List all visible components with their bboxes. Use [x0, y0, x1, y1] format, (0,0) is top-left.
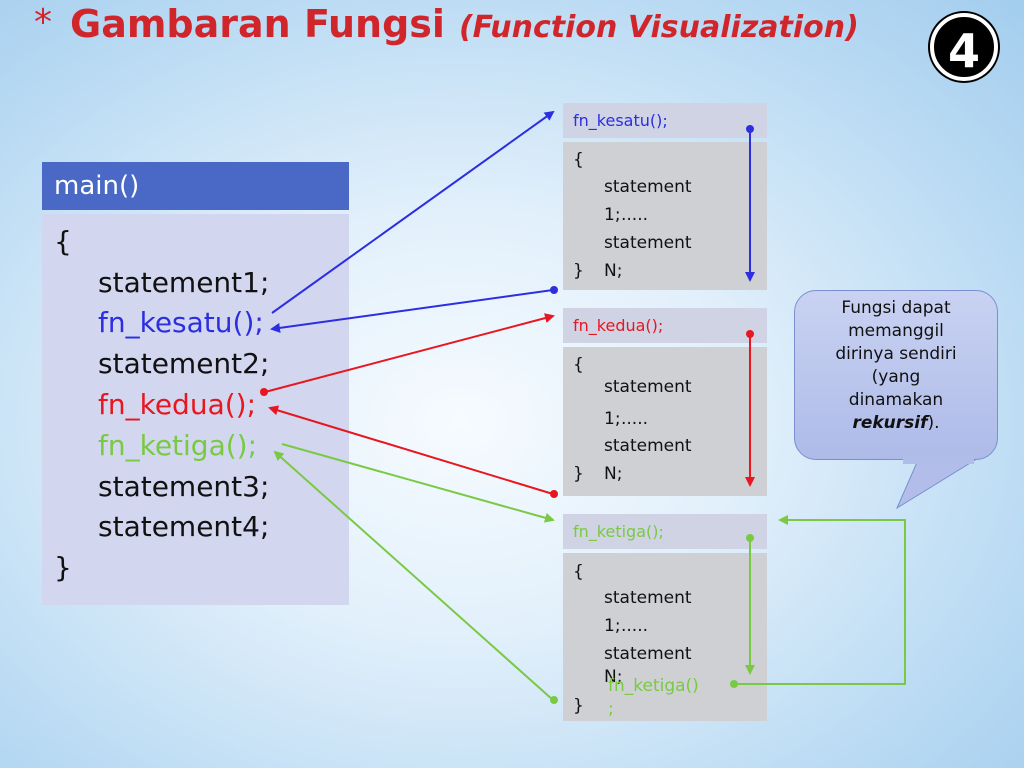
fn-kedua-stmtN-b: N; — [604, 464, 623, 484]
fn-ketiga-stmtN-a: statement — [604, 644, 692, 664]
fn-ketiga-header: fn_ketiga(); — [563, 514, 767, 549]
callout-line2: memanggil — [848, 321, 944, 341]
fn-ketiga-stmt1-b: 1; — [604, 616, 621, 636]
fn-ketiga-open-brace: { — [573, 562, 584, 582]
fn-kesatu-close-brace: } — [573, 261, 584, 281]
callout-tail-pointer — [895, 459, 977, 510]
fn-ketiga-stmt1-a: statement — [604, 588, 692, 608]
main-line-statement1: statement1; — [98, 266, 270, 299]
callout-line4: (yang — [871, 367, 921, 387]
fn-kedua-box: fn_kedua(); { statement 1; ..... stateme… — [563, 308, 767, 496]
title-subtitle: (Function Visualization) — [458, 10, 859, 45]
title-main: Gambaran Fungsi — [70, 2, 445, 46]
bullet-star: * — [34, 2, 52, 43]
fn-kesatu-stmtN-a: statement — [604, 233, 692, 253]
fn-kesatu-open-brace: { — [573, 150, 584, 170]
dot-fn-kedua-return — [550, 490, 558, 498]
fn-kesatu-header: fn_kesatu(); — [563, 103, 767, 138]
fn-kedua-stmt1-a: statement — [604, 377, 692, 397]
slide-title: * Gambaran Fungsi (Function Visualization) — [34, 2, 859, 62]
fn-ketiga-recursive-call: fn_ketiga() — [608, 676, 699, 696]
main-box-header: main() — [42, 162, 349, 210]
callout-bubble: Fungsi dapat memanggil dirinya sendiri (… — [794, 290, 998, 460]
main-line-statement2: statement2; — [98, 347, 270, 380]
fn-kedua-close-brace: } — [573, 464, 584, 484]
callout-line5: dinamakan — [848, 390, 944, 410]
main-close-brace: } — [54, 551, 72, 584]
main-box-body: { statement1; fn_kesatu(); statement2; f… — [42, 214, 349, 605]
callout-line1: Fungsi dapat — [841, 298, 951, 318]
main-open-brace: { — [54, 225, 72, 258]
main-line-fn-ketiga: fn_ketiga(); — [98, 429, 258, 462]
fn-ketiga-dots: ..... — [621, 616, 649, 636]
fn-kesatu-stmt1-a: statement — [604, 177, 692, 197]
fn-kesatu-stmt1-b: 1; — [604, 205, 621, 225]
main-function-box: main() { statement1; fn_kesatu(); statem… — [42, 162, 349, 605]
fn-kedua-dots: ..... — [621, 409, 649, 429]
callout-emphasis: rekursif — [852, 413, 928, 433]
fn-ketiga-box: fn_ketiga(); { statement 1; ..... statem… — [563, 514, 767, 721]
dot-fn-ketiga-return — [550, 696, 558, 704]
dot-fn-kesatu-return — [550, 286, 558, 294]
fn-kedua-stmtN-a: statement — [604, 436, 692, 456]
main-line-fn-kedua: fn_kedua(); — [98, 388, 257, 421]
fn-ketiga-body: { statement 1; ..... statement N; fn_ket… — [563, 553, 767, 721]
fn-ketiga-close-brace: } — [573, 696, 584, 716]
fn-kedua-stmt1-b: 1; — [604, 409, 621, 429]
callout-tail: ). — [927, 413, 940, 433]
slide-number-badge: 4 — [930, 13, 998, 81]
fn-kesatu-box: fn_kesatu(); { statement 1; ..... statem… — [563, 103, 767, 290]
callout-line6: rekursif). — [805, 412, 987, 435]
fn-kesatu-stmtN-b: N; — [604, 261, 623, 281]
main-line-fn-kesatu: fn_kesatu(); — [98, 306, 264, 339]
fn-kedua-header: fn_kedua(); — [563, 308, 767, 343]
fn-kedua-open-brace: { — [573, 355, 584, 375]
main-line-statement3: statement3; — [98, 470, 270, 503]
fn-ketiga-recursive-semicolon: ; — [608, 699, 614, 719]
fn-ketiga-stmtN-b: N; — [604, 667, 623, 687]
fn-kedua-body: { statement 1; ..... statement } N; — [563, 347, 767, 496]
fn-kesatu-dots: ..... — [621, 205, 649, 225]
fn-kesatu-body: { statement 1; ..... statement } N; — [563, 142, 767, 290]
main-line-statement4: statement4; — [98, 510, 270, 543]
callout-line3: dirinya sendiri — [835, 344, 957, 364]
